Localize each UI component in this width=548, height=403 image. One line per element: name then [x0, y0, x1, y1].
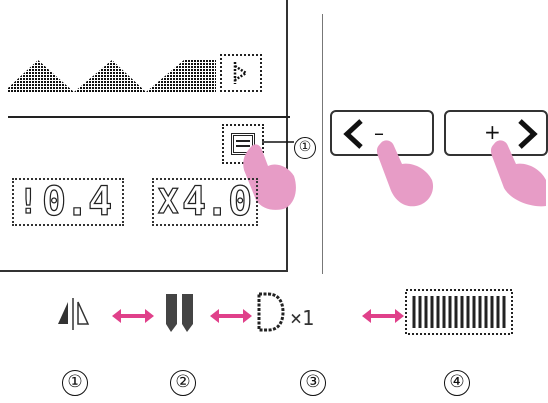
- stitch-key-icon[interactable]: [220, 54, 262, 92]
- step-label-2: ②: [170, 370, 196, 396]
- step-label-3: ③: [300, 370, 326, 396]
- finger-icon: [376, 136, 446, 208]
- mirror-icon: [54, 298, 94, 330]
- step-label-1: ①: [62, 370, 88, 396]
- length-readout: X 4.0: [152, 178, 258, 226]
- arrow-2-3: [216, 314, 246, 318]
- arrow-1-2: [118, 314, 148, 318]
- zigzag-peak-1: [8, 60, 74, 92]
- zigzag-peak-3: [146, 60, 216, 92]
- length-value: 4.0: [182, 182, 251, 222]
- width-value: 0.4: [42, 182, 111, 222]
- section-divider: [322, 14, 323, 274]
- bold-stitch-icon: [256, 290, 286, 334]
- panel-divider-line: [8, 116, 290, 118]
- arrow-3-4: [368, 314, 398, 318]
- repeat-count-label: ×1: [290, 306, 314, 330]
- width-readout: ! 0.4: [12, 178, 124, 226]
- elongation-icon: [404, 288, 514, 336]
- stitch-preview: [8, 54, 220, 96]
- chevron-left-icon: [342, 119, 364, 149]
- twin-needle-icon: [164, 292, 196, 334]
- step-label-4: ④: [444, 370, 470, 396]
- zigzag-peak-2: [74, 60, 146, 92]
- finger-icon: [490, 136, 548, 208]
